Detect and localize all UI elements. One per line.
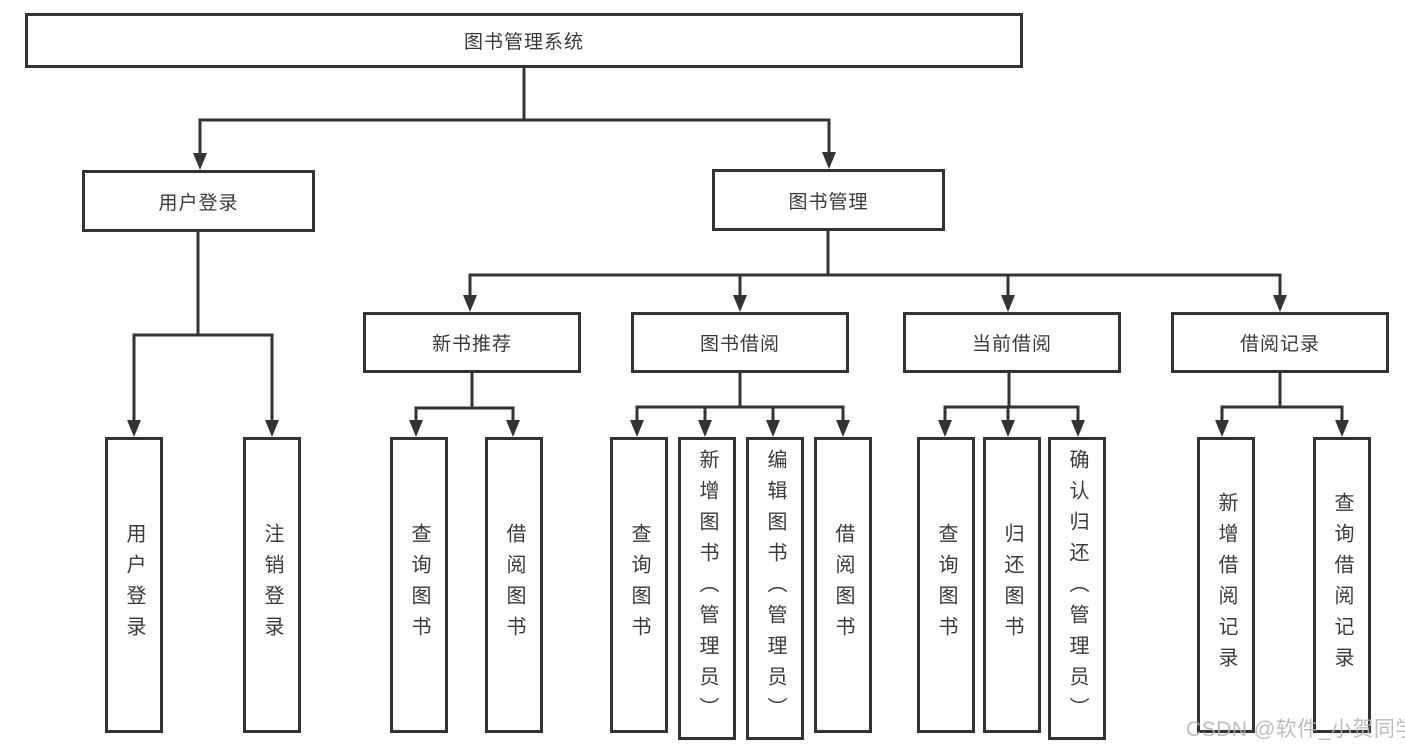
leaf-user-login: 用户登录 [105, 437, 163, 733]
node-borrowing-records: 借阅记录 [1171, 312, 1389, 373]
arrow-down-icon [1001, 420, 1015, 437]
leaf-borrow-books: 借阅图书 [814, 437, 872, 733]
arrow-down-icon [822, 152, 836, 169]
node-book-management: 图书管理 [712, 169, 945, 231]
arrow-down-icon [1215, 420, 1229, 437]
arrow-down-icon [265, 420, 279, 437]
arrow-down-icon [733, 295, 747, 312]
leaf-add-borrow-record: 新增借阅记录 [1197, 437, 1255, 733]
leaf-query-borrow-record: 查询借阅记录 [1313, 437, 1371, 733]
node-new-book-recommendation: 新书推荐 [363, 312, 581, 373]
arrow-down-icon [127, 420, 141, 437]
arrow-down-icon [1335, 420, 1349, 437]
arrow-down-icon [409, 420, 423, 437]
arrow-down-icon [193, 153, 207, 170]
node-user-login: 用户登录 [82, 170, 315, 232]
leaf-edit-book-admin: 编辑图书（管理员） [746, 437, 804, 740]
leaf-query-books-borrow: 查询图书 [610, 437, 668, 733]
leaf-query-books-recommend: 查询图书 [390, 437, 448, 733]
arrow-down-icon [1001, 295, 1015, 312]
leaf-borrow-books-recommend: 借阅图书 [485, 437, 543, 733]
arrow-down-icon [506, 420, 520, 437]
arrow-down-icon [1071, 420, 1085, 437]
leaf-query-books-current: 查询图书 [917, 437, 975, 733]
node-library-management-system: 图书管理系统 [25, 13, 1023, 68]
arrow-down-icon [836, 420, 850, 437]
arrow-down-icon [766, 420, 780, 437]
arrow-down-icon [463, 295, 477, 312]
leaf-logout: 注销登录 [243, 437, 301, 733]
arrow-down-icon [1273, 295, 1287, 312]
node-book-borrowing: 图书借阅 [631, 312, 849, 373]
arrow-down-icon [938, 420, 952, 437]
leaf-return-books: 归还图书 [983, 437, 1041, 733]
arrow-down-icon [630, 420, 644, 437]
arrow-down-icon [698, 420, 712, 437]
csdn-watermark: CSDN @软件_小贺同学 [1186, 718, 1405, 741]
node-current-borrowing: 当前借阅 [903, 312, 1121, 373]
leaf-add-book-admin: 新增图书（管理员） [678, 437, 736, 740]
leaf-confirm-return-admin: 确认归还（管理员） [1048, 437, 1106, 740]
